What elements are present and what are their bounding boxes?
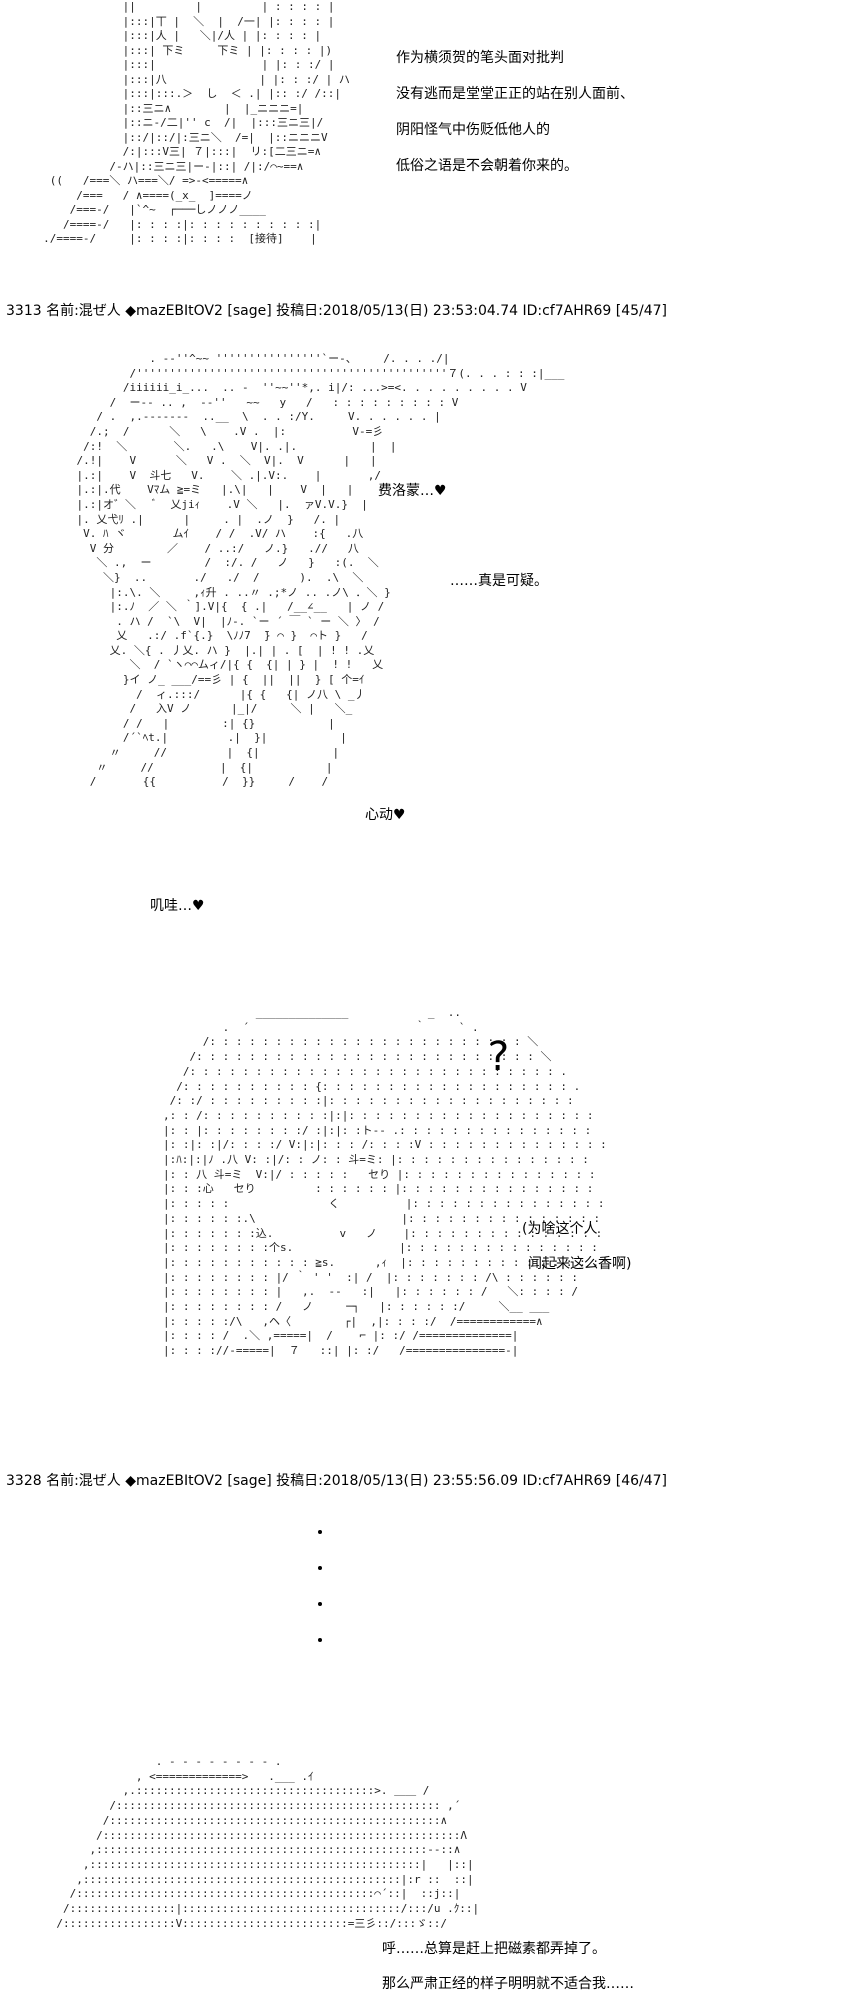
panel4-line-2: 那么严肃正经的样子明明就不适合我…… [382, 1976, 634, 1992]
question-mark: ? [488, 1034, 510, 1080]
panel2-speech-4: 叽哇…♥ [150, 898, 205, 914]
panel3-line-1: (为啥这个人 [522, 1221, 598, 1237]
ellipsis-dot [318, 1602, 322, 1606]
panel1-line-1: 作为横须贺的笔头面对批判 [396, 50, 564, 66]
ascii-art-panel1: || | | : : : : | |:::|丅 | ＼ | /一| |: : :… [43, 0, 350, 245]
panel3-line-2: 闻起来这么香啊) [528, 1256, 632, 1272]
panel2-speech-3: 心动♥ [365, 807, 406, 823]
ellipsis-dot [318, 1530, 322, 1534]
panel4-line-1: 呼……总算是赶上把磁素都弄掉了。 [382, 1941, 606, 1957]
ellipsis-dot [318, 1566, 322, 1570]
panel2-speech-2: ……真是可疑。 [450, 573, 548, 589]
ascii-art-panel2: . -‐''^~~ ''''''''''''''''`ー-、 /. . . ./… [76, 352, 565, 789]
ascii-art-panel3: ______________ _ .. . ´ ｀ ` . /: : : : :… [162, 1006, 607, 1358]
panel2-speech-1: 费洛蒙…♥ [378, 483, 447, 499]
panel1-line-4: 低俗之语是不会朝着你来的。 [396, 158, 578, 174]
ascii-art-panel4: . ‐ ‐ ‐ ‐ ‐ ‐ ‐ ‐ . , <=============> ._… [56, 1755, 480, 1930]
panel1-line-3: 阴阳怪气中伤贬低他人的 [396, 122, 550, 138]
ellipsis-dot [318, 1638, 322, 1642]
panel1-line-2: 没有逃而是堂堂正正的站在别人面前、 [396, 86, 634, 102]
post-header: 3328 名前:混ぜ人 ◆mazEBItOV2 [sage] 投稿日:2018/… [6, 1473, 668, 1489]
post-header: 3313 名前:混ぜ人 ◆mazEBItOV2 [sage] 投稿日:2018/… [6, 303, 668, 319]
